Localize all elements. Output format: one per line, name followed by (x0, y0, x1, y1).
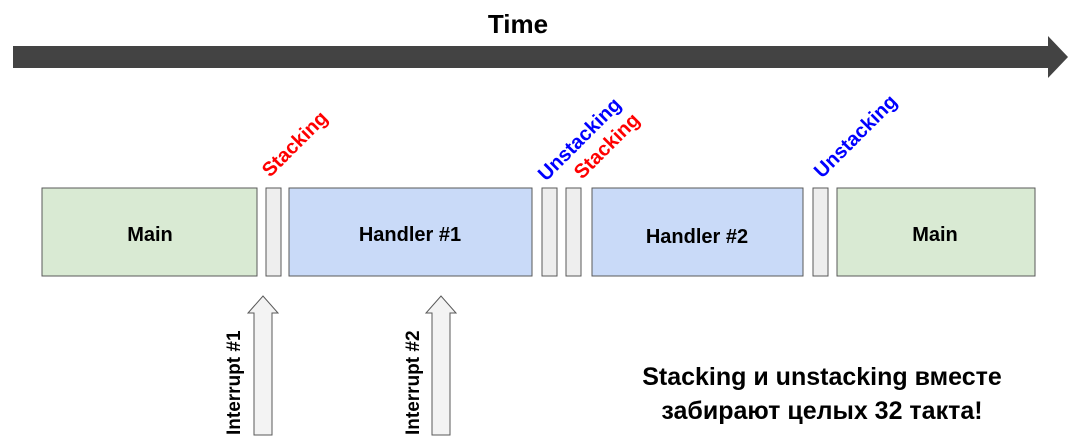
interrupt-arrow-2 (424, 295, 458, 436)
caption-line-1: Stacking и unstacking вместе (642, 363, 1002, 391)
unstacking-slot-2 (812, 187, 829, 277)
handler-block-2-label: Handler #2 (646, 226, 748, 248)
stacking-label-1: Stacking (258, 107, 333, 182)
interrupt-label-1: Interrupt #1 (224, 330, 245, 435)
main-block-1-label: Main (127, 224, 173, 246)
main-block-2-label: Main (912, 224, 958, 246)
handler-block-1: Handler #1 (288, 187, 533, 277)
time-arrow (13, 36, 1068, 78)
caption-line-2: забирают целых 32 такта! (661, 397, 982, 425)
main-block-2: Main (836, 187, 1036, 277)
interrupt-arrow-1 (246, 295, 280, 436)
handler-block-1-label: Handler #1 (359, 224, 461, 246)
main-block-1: Main (41, 187, 258, 277)
time-label: Time (488, 9, 548, 39)
interrupt-label-2: Interrupt #2 (403, 330, 424, 435)
stacking-slot-1 (265, 187, 282, 277)
handler-block-2: Handler #2 (591, 187, 804, 277)
unstacking-slot-1 (541, 187, 558, 277)
unstacking-label-2: Unstacking (810, 91, 902, 183)
stacking-slot-2 (565, 187, 582, 277)
